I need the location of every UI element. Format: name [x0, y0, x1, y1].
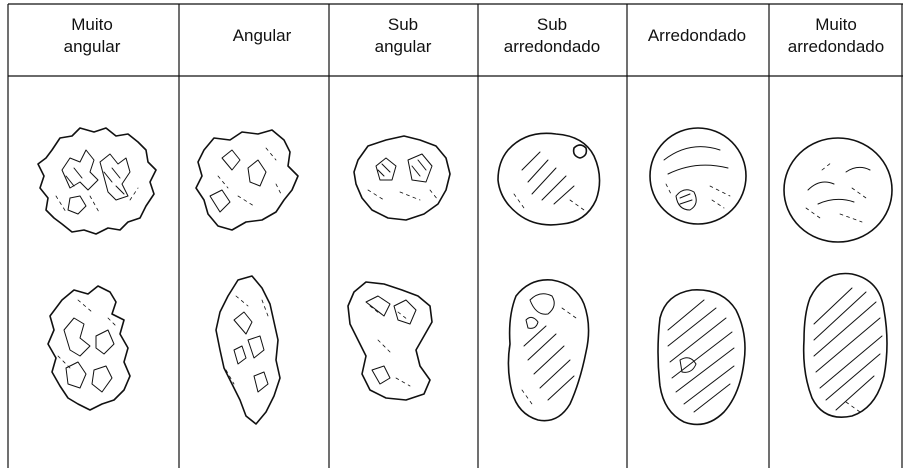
header-sub-angular-line2: angular [375, 37, 432, 56]
grain-muito-angular-2 [48, 286, 130, 410]
grain-sub-angular-2 [348, 282, 432, 400]
grain-muito-angular-1 [38, 128, 156, 234]
header-muito-angular-line1: Muito [71, 15, 113, 34]
header-sub-arredondado-line1: Sub [537, 15, 567, 34]
header-sub-arredondado-line2: arredondado [504, 37, 600, 56]
grain-arredondado-1 [650, 128, 746, 224]
header-muito-arredondado-line2: arredondado [788, 37, 884, 56]
grain-sub-angular-1 [354, 136, 450, 220]
grain-angular-2 [216, 276, 280, 424]
header-sub-angular-line1: Sub [388, 15, 418, 34]
header-muito-arredondado-line1: Muito [815, 15, 857, 34]
grain-muito-arredondado-1 [784, 138, 892, 242]
grain-sub-arredondado-1 [498, 133, 600, 225]
table-grid [8, 4, 903, 468]
column-headers: Muito angular Angular Sub angular Sub ar… [64, 15, 885, 56]
grain-sub-arredondado-2 [508, 280, 588, 421]
header-angular: Angular [233, 26, 292, 45]
header-arredondado: Arredondado [648, 26, 746, 45]
grain-angular-1 [196, 130, 298, 230]
grain-arredondado-2 [658, 290, 745, 425]
grain-muito-arredondado-2 [804, 274, 887, 418]
header-muito-angular-line2: angular [64, 37, 121, 56]
